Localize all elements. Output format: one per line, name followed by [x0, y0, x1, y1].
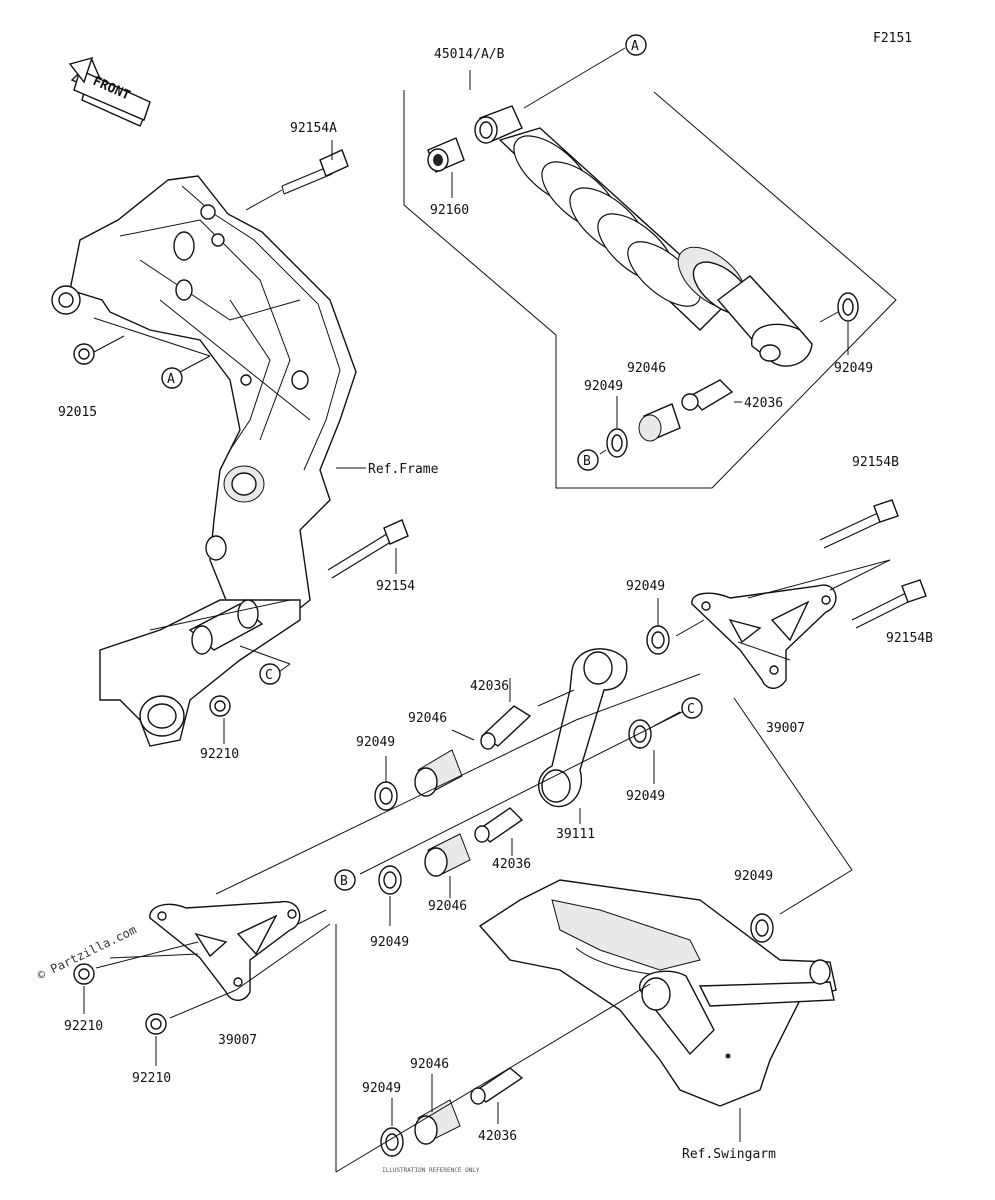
svg-text:C: C: [687, 702, 695, 717]
link-plate-left: [149, 901, 301, 1001]
washer-rod-right: [628, 719, 652, 749]
part-label-39007-left: 39007: [218, 1033, 257, 1048]
shock-bushing-92160: [427, 137, 465, 173]
bearing-92046-rod: [414, 749, 463, 797]
part-label-92160: 92160: [430, 203, 469, 218]
shock-seal-left: [606, 428, 628, 458]
part-label-92049-shock-left: 92049: [584, 379, 623, 394]
shock-leaders: [451, 47, 849, 455]
rear-shock-absorber: [474, 105, 813, 367]
shock-bearing-92046: [638, 403, 681, 442]
shock-collar-42036: [681, 379, 734, 411]
collar-42036-rod-low: [474, 807, 524, 843]
callout-b-shock: B: [577, 449, 599, 471]
washer-bottom: [380, 1127, 404, 1157]
nut-92210-left: [73, 963, 95, 985]
part-label-92154b-right: 92154B: [886, 631, 933, 646]
nut-92210-bottom: [145, 1013, 167, 1035]
part-label-92210-frame: 92210: [200, 747, 239, 762]
part-label-92046-rod-low: 92046: [428, 899, 467, 914]
part-label-92049-bottom: 92049: [362, 1081, 401, 1096]
part-label-92049-shock-right: 92049: [834, 361, 873, 376]
washer-rod-left: [374, 781, 398, 811]
part-label-42036-shock: 42036: [744, 396, 783, 411]
callout-a-frame: A: [161, 367, 183, 389]
callout-c-frame: C: [259, 663, 281, 685]
part-label-92154b-top: 92154B: [852, 455, 899, 470]
connecting-rod-39111: [537, 648, 628, 808]
svg-text:A: A: [167, 372, 175, 387]
nut-92015: [73, 343, 95, 365]
ref-swingarm-label: Ref.Swingarm: [682, 1147, 776, 1162]
lower-frame-rail: [99, 599, 301, 747]
shock-group-outline: [403, 70, 897, 489]
part-label-92049-swing: 92049: [734, 869, 773, 884]
swingarm: [478, 879, 837, 1107]
bolt-92154b-right: [851, 579, 927, 629]
front-arrow-icon: FRONT: [68, 56, 151, 127]
part-label-92046-shock: 92046: [627, 361, 666, 376]
part-label-92154a: 92154A: [290, 121, 337, 136]
part-label-92046-bottom: 92046: [410, 1057, 449, 1072]
part-label-92015: 92015: [58, 405, 97, 420]
part-label-92049-rod-left: 92049: [356, 735, 395, 750]
part-label-92210-left: 92210: [64, 1019, 103, 1034]
ref-frame-label: Ref.Frame: [368, 462, 439, 477]
part-label-92049-rod-low: 92049: [370, 935, 409, 950]
callout-a-top: A: [625, 34, 647, 56]
linkage-leaders: [83, 559, 891, 1173]
part-label-92046-rod: 92046: [408, 711, 447, 726]
nut-92210-frame: [209, 695, 231, 717]
collar-42036-rod: [480, 705, 532, 750]
part-label-39111: 39111: [556, 827, 595, 842]
washer-rod-low: [378, 865, 402, 895]
part-label-42036-rod-low: 42036: [492, 857, 531, 872]
frame-bracket: [51, 175, 357, 617]
bolt-92154b-top: [819, 499, 899, 549]
part-label-42036-rod: 42036: [470, 679, 509, 694]
washer-rod-top: [646, 625, 670, 655]
collar-42036-bottom: [470, 1067, 524, 1105]
diagram-id: F2151: [873, 31, 912, 46]
part-label-92154: 92154: [376, 579, 415, 594]
part-label-92210-bottom: 92210: [132, 1071, 171, 1086]
svg-text:C: C: [265, 668, 273, 683]
callout-c-link: C: [681, 697, 703, 719]
shock-seal-right: [837, 292, 859, 322]
svg-text:A: A: [631, 39, 639, 54]
part-label-92049-rod-right: 92049: [626, 789, 665, 804]
part-label-92049-rod-top: 92049: [626, 579, 665, 594]
svg-text:B: B: [340, 874, 348, 889]
link-plate-right: [691, 584, 837, 689]
part-label-45014: 45014/A/B: [434, 47, 505, 62]
bolt-92154a: [281, 149, 349, 195]
part-label-42036-bottom: 42036: [478, 1129, 517, 1144]
washer-swingarm: [750, 913, 774, 943]
callout-b-link: B: [334, 869, 356, 891]
bolt-92154: [327, 519, 409, 579]
part-label-39007-right: 39007: [766, 721, 805, 736]
svg-text:B: B: [583, 454, 591, 469]
fineprint-text: ILLUSTRATION REFERENCE ONLY: [382, 1167, 480, 1174]
bearing-92046-bottom: [414, 1099, 461, 1145]
bearing-92046-rod-low: [424, 833, 471, 877]
